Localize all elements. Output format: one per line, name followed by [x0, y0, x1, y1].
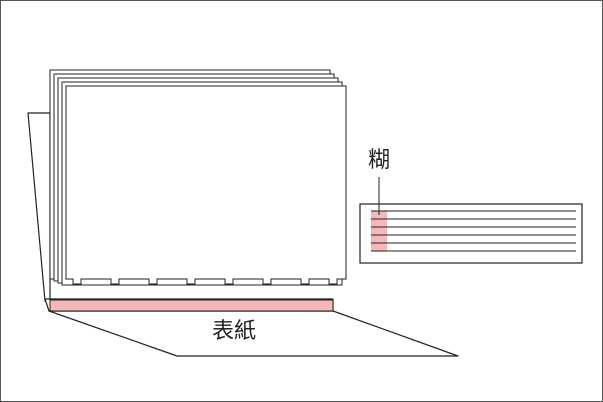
side-view-book [359, 177, 583, 264]
cover-back-panel [27, 112, 51, 302]
side-view-glue [371, 211, 387, 251]
glue-label: 糊 [368, 148, 391, 173]
glue-band [49, 299, 334, 312]
front-page [65, 85, 347, 285]
cover-label: 表紙 [212, 319, 257, 344]
